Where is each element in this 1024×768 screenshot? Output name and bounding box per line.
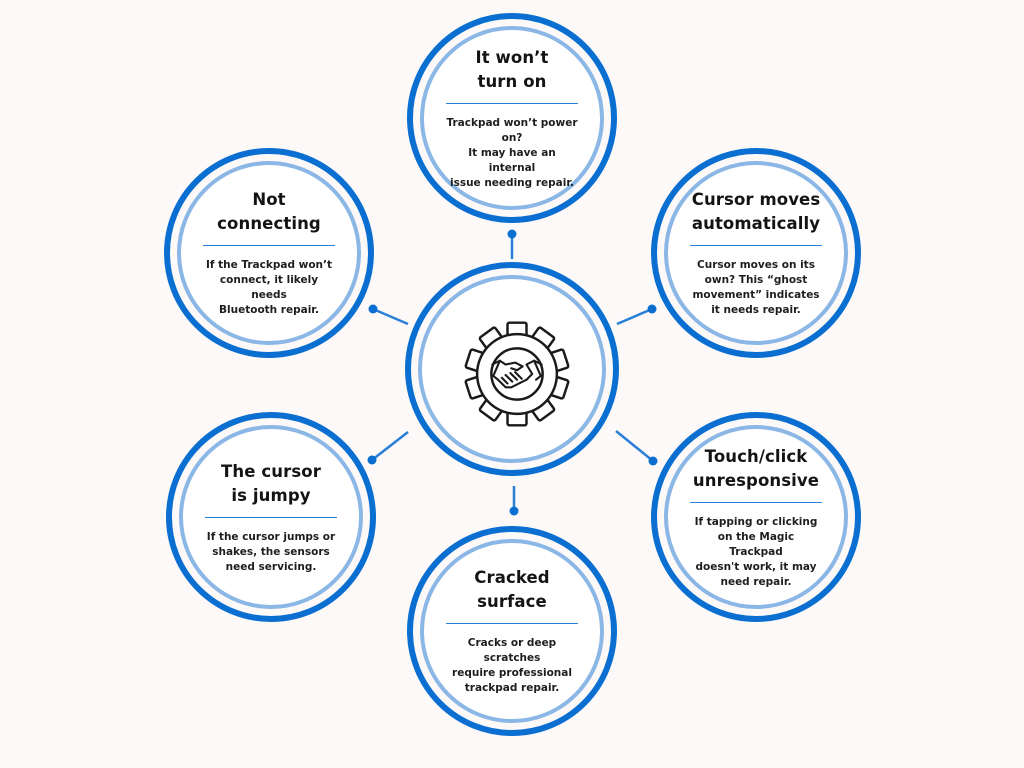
node-description: If tapping or clicking on the Magic Trac… bbox=[694, 515, 818, 588]
node-cursor-jumpy: The cursor is jumpy If the cursor jumps … bbox=[166, 412, 376, 622]
connector-bottom-left bbox=[371, 431, 409, 461]
node-inner: Not connecting If the Trackpad won’t con… bbox=[177, 161, 361, 345]
gear-handshake-icon bbox=[464, 321, 570, 427]
node-touch-click-unresponsive: Touch/click unresponsive If tapping or c… bbox=[651, 412, 861, 622]
node-cursor-moves-automatically: Cursor moves automatically Cursor moves … bbox=[651, 148, 861, 358]
connector-dot-bottom-left bbox=[367, 455, 377, 465]
connector-dot-bottom bbox=[509, 506, 519, 516]
node-title: Not connecting bbox=[217, 190, 321, 233]
node-description: Cursor moves on its own? This “ghost mov… bbox=[692, 259, 820, 316]
node-description: Trackpad won’t power on? It may have an … bbox=[446, 116, 578, 189]
node-title: Cursor moves automatically bbox=[691, 190, 821, 233]
node-title: It won’t turn on bbox=[475, 47, 549, 91]
node-not-connecting: Not connecting If the Trackpad won’t con… bbox=[164, 148, 374, 358]
node-divider bbox=[446, 623, 578, 624]
node-divider bbox=[446, 102, 578, 104]
hub-inner bbox=[418, 275, 606, 463]
connector-dot-top bbox=[507, 229, 517, 239]
node-title: The cursor is jumpy bbox=[221, 461, 321, 505]
node-cracked-surface: Cracked surface Cracks or deep scratches… bbox=[407, 526, 617, 736]
connector-top-right bbox=[616, 307, 653, 326]
node-inner: It won’t turn on Trackpad won’t power on… bbox=[420, 26, 604, 210]
connector-dot-bottom-right bbox=[648, 456, 658, 466]
node-divider bbox=[203, 245, 335, 246]
node-divider bbox=[690, 245, 822, 246]
node-description: Cracks or deep scratches require profess… bbox=[452, 637, 572, 694]
connector-dot-top-right bbox=[647, 304, 657, 314]
connector-bottom-right bbox=[615, 430, 654, 462]
connector-top-left bbox=[372, 307, 409, 326]
node-description: If the Trackpad won’t connect, it likely… bbox=[205, 259, 333, 316]
connector-dot-top-left bbox=[368, 304, 378, 314]
node-inner: The cursor is jumpy If the cursor jumps … bbox=[179, 425, 363, 609]
node-wont-turn-on: It won’t turn on Trackpad won’t power on… bbox=[407, 13, 617, 223]
hub-node bbox=[405, 262, 619, 476]
node-inner: Cursor moves automatically Cursor moves … bbox=[664, 161, 848, 345]
node-divider bbox=[205, 516, 337, 518]
handshake-icon bbox=[491, 359, 543, 389]
node-title: Cracked surface bbox=[474, 568, 550, 611]
node-description: If the cursor jumps or shakes, the senso… bbox=[206, 530, 336, 573]
node-divider bbox=[690, 501, 822, 503]
node-inner: Cracked surface Cracks or deep scratches… bbox=[420, 539, 604, 723]
node-inner: Touch/click unresponsive If tapping or c… bbox=[664, 425, 848, 609]
node-title: Touch/click unresponsive bbox=[692, 446, 820, 490]
